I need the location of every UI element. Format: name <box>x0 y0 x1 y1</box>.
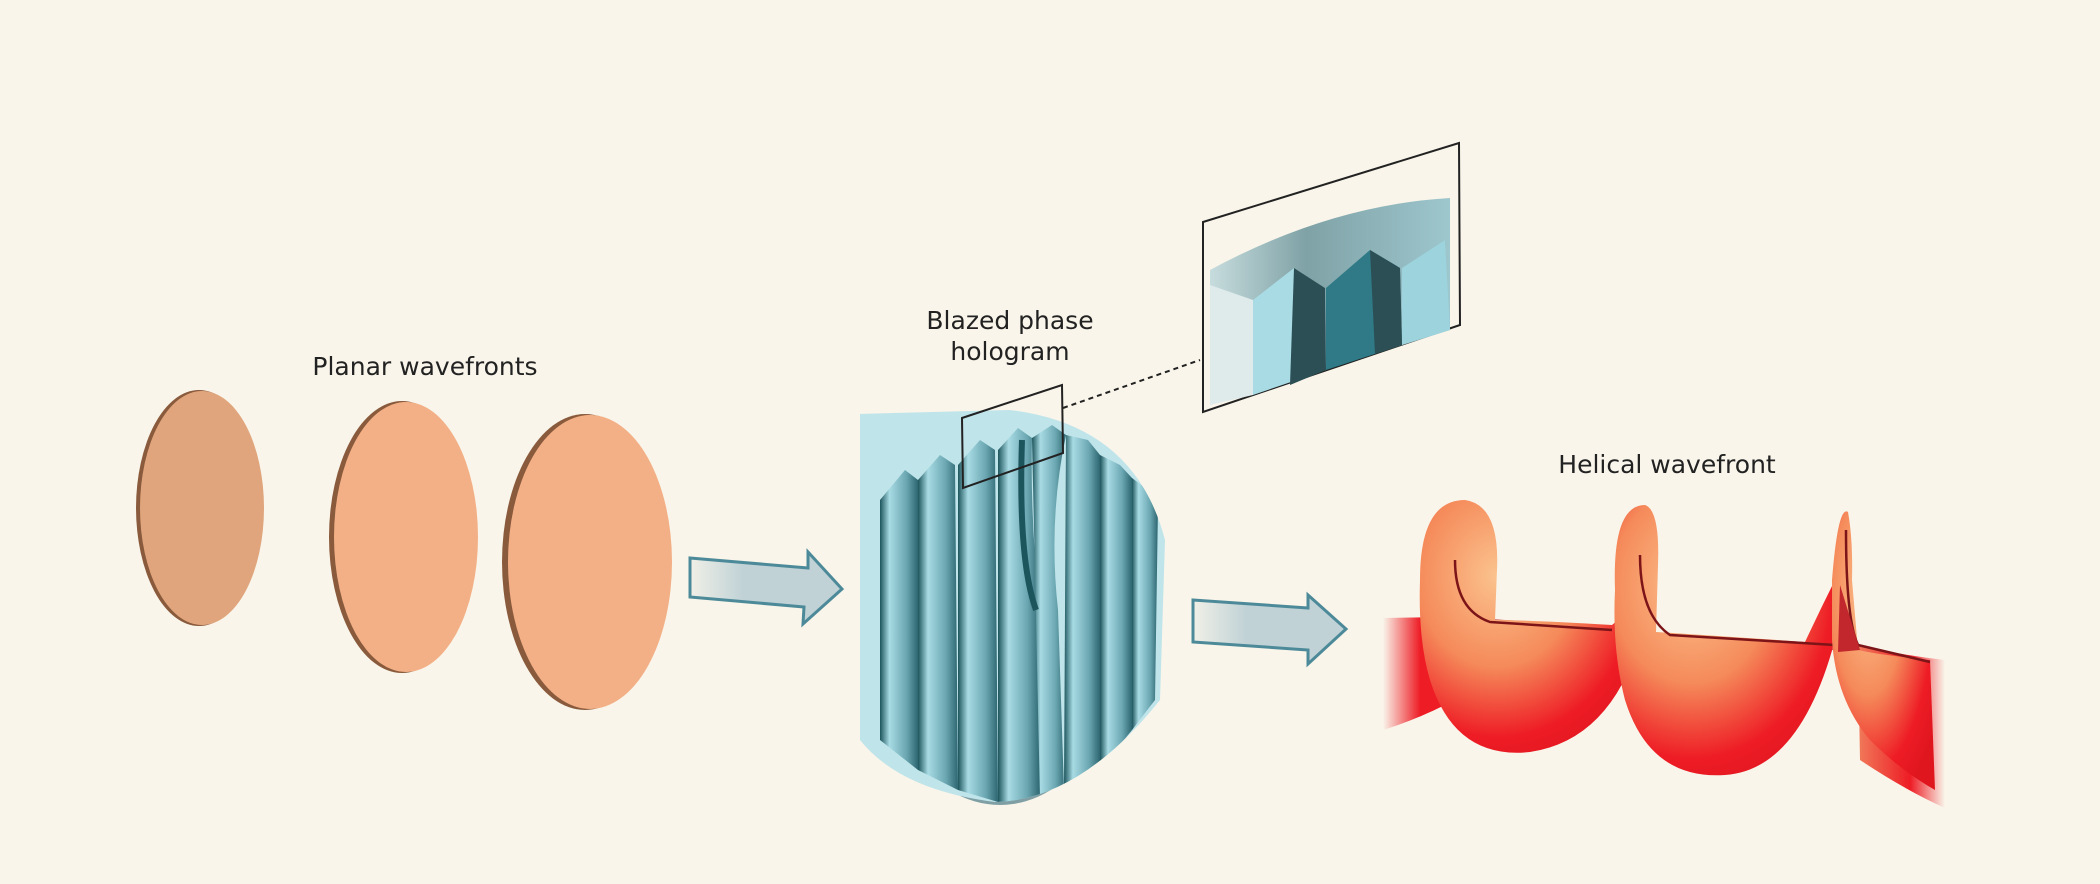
helical-wavefront-label: Helical wavefront <box>1558 450 1776 479</box>
arrow-right-icon <box>688 548 845 628</box>
selection-box <box>960 383 1065 490</box>
planar-wavefronts-label: Planar wavefronts <box>312 352 537 381</box>
hologram-label-line1: Blazed phase <box>926 306 1093 335</box>
arrow-right-icon <box>1191 591 1349 668</box>
planar-wavefront-disc-icon <box>334 402 478 672</box>
planar-wavefronts <box>136 390 672 710</box>
planar-wavefront-disc-icon <box>508 415 672 709</box>
planar-wavefront-disc-icon <box>140 391 264 625</box>
magnified-inset-icon <box>1202 141 1462 414</box>
blazed-hologram-disc-icon <box>860 410 1165 805</box>
helical-wavefront-icon <box>1383 500 1945 808</box>
zoom-leader-line <box>1062 359 1201 409</box>
hologram-label-line2: hologram <box>950 337 1069 366</box>
